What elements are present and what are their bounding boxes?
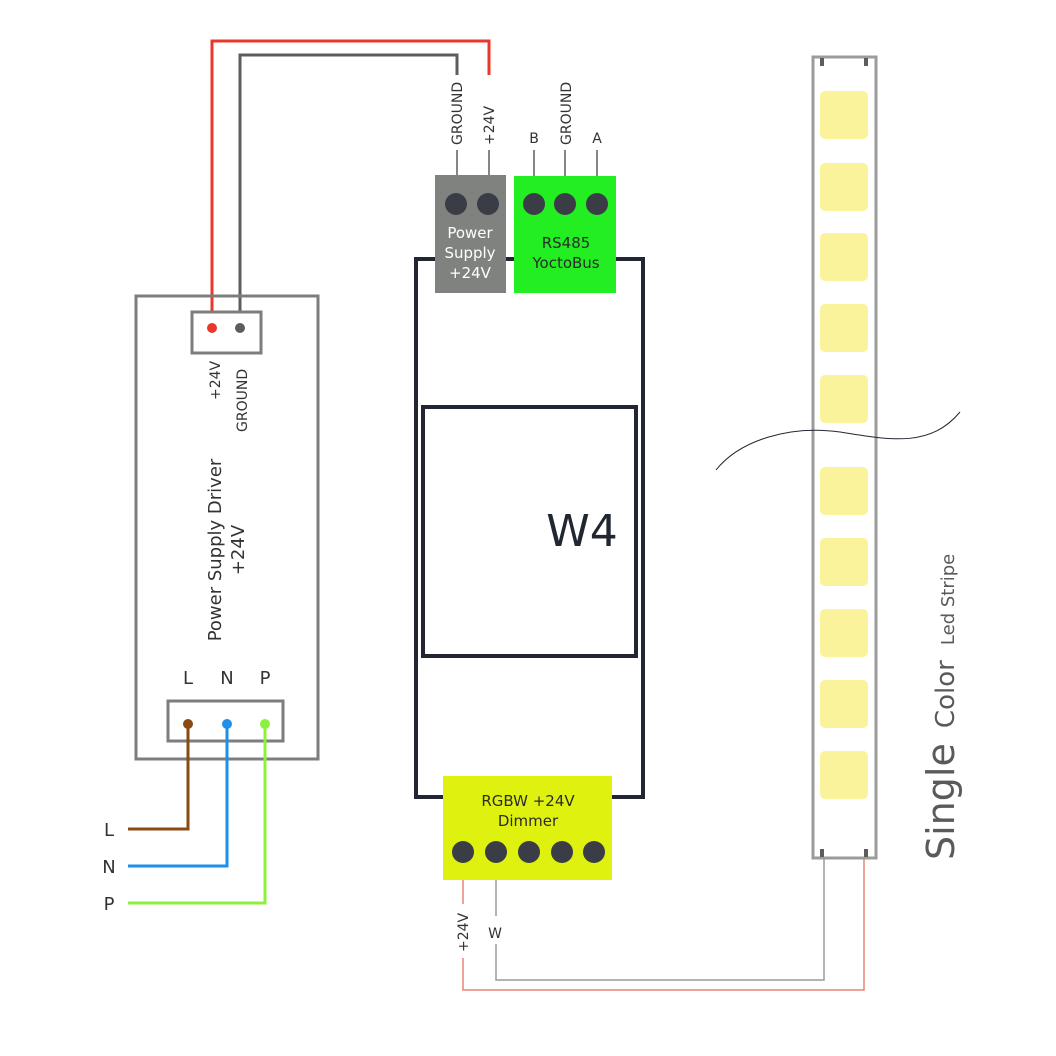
wire-blue-n	[128, 724, 229, 868]
power-supply-driver: +24V GROUND Power Supply Driver +24V L N…	[134, 294, 320, 761]
wire-brown-l	[128, 724, 190, 831]
strip-end-tab	[864, 849, 868, 857]
power-terminal-block	[435, 175, 506, 293]
rs485-screw-ground	[554, 193, 576, 215]
module-front-panel	[421, 405, 638, 658]
led-chip	[820, 304, 868, 352]
strip-caption-single: Single	[919, 743, 963, 860]
psu-title: Power Supply Driver	[205, 458, 226, 641]
strip-caption-led: Led Stripe	[938, 554, 959, 645]
psu-to-module-wires	[210, 39, 491, 327]
mains-l-label: L	[104, 820, 114, 841]
strip-caption: Single Color Led Stripe	[919, 554, 963, 860]
rs485-label-1: RS485	[542, 234, 591, 252]
wire-green-p	[128, 724, 267, 905]
power-terminal-screw-ground	[445, 193, 467, 215]
led-chip	[820, 751, 868, 799]
wire-gray-ground	[238, 53, 459, 327]
dimmer-screw-24v	[452, 841, 474, 863]
strip-end-tab	[864, 58, 868, 66]
w4-module: W4 Power Supply +24V GROUND +24V RS485 Y…	[414, 82, 645, 952]
psu-out-ground-dot	[235, 323, 245, 333]
strip-break-mark	[715, 411, 961, 471]
power-terminal-label-3: +24V	[449, 264, 492, 282]
psu-in-l-dot	[183, 719, 193, 729]
dimmer-screw-4	[551, 841, 573, 863]
psu-in-n-label: N	[220, 668, 233, 689]
rs485-b-pin-label: B	[529, 131, 539, 147]
strip-end-tab	[820, 849, 824, 857]
psu-in-l-label: L	[183, 668, 193, 689]
power-ground-pin-label: GROUND	[450, 82, 466, 145]
psu-out-plus-label: +24V	[208, 360, 224, 400]
psu-out-ground-label: GROUND	[235, 369, 251, 432]
rs485-label-2: YoctoBus	[531, 254, 599, 272]
strip-caption-color: Color	[931, 660, 961, 728]
psu-in-p-dot	[260, 719, 270, 729]
strip-end-tab	[820, 58, 824, 66]
dimmer-24v-pin-label: +24V	[456, 912, 472, 952]
psu-title-voltage: +24V	[228, 524, 249, 575]
psu-housing	[134, 294, 320, 761]
rs485-a-pin-label: A	[592, 131, 602, 147]
power-terminal-screw-24v	[477, 193, 499, 215]
dimmer-label-1: RGBW +24V	[481, 792, 575, 810]
dimmer-w-pin-label: W	[488, 926, 502, 942]
wire-strip-gray-lower	[495, 858, 825, 981]
rs485-ground-pin-label: GROUND	[559, 82, 575, 145]
wire-red-24v	[210, 39, 491, 327]
psu-in-n-dot	[222, 719, 232, 729]
psu-output-terminal	[190, 310, 263, 355]
led-chip	[820, 680, 868, 728]
rs485-screw-a	[586, 193, 608, 215]
led-chip	[820, 233, 868, 281]
mains-n-label: N	[102, 857, 115, 878]
led-chip	[820, 91, 868, 139]
rs485-screw-b	[523, 193, 545, 215]
power-terminal-label-1: Power	[447, 224, 493, 242]
module-name: W4	[546, 506, 618, 557]
led-chip	[820, 467, 868, 515]
power-24v-pin-label: +24V	[482, 105, 498, 145]
dimmer-label-2: Dimmer	[498, 812, 559, 830]
led-chip	[820, 538, 868, 586]
led-chip	[820, 163, 868, 211]
dimmer-screw-w	[485, 841, 507, 863]
mains-p-label: P	[104, 894, 115, 915]
mains-wires: L N P	[102, 719, 270, 915]
dimmer-to-strip-wires	[462, 858, 865, 991]
dimmer-screw-5	[583, 841, 605, 863]
psu-out-plus-dot	[207, 323, 217, 333]
led-strip	[715, 55, 961, 860]
led-chip	[820, 609, 868, 657]
wire-strip-red-lower	[462, 858, 865, 991]
led-chip	[820, 375, 868, 423]
power-terminal-label-2: Supply	[444, 244, 495, 262]
psu-in-p-label: P	[260, 668, 271, 689]
dimmer-screw-3	[518, 841, 540, 863]
